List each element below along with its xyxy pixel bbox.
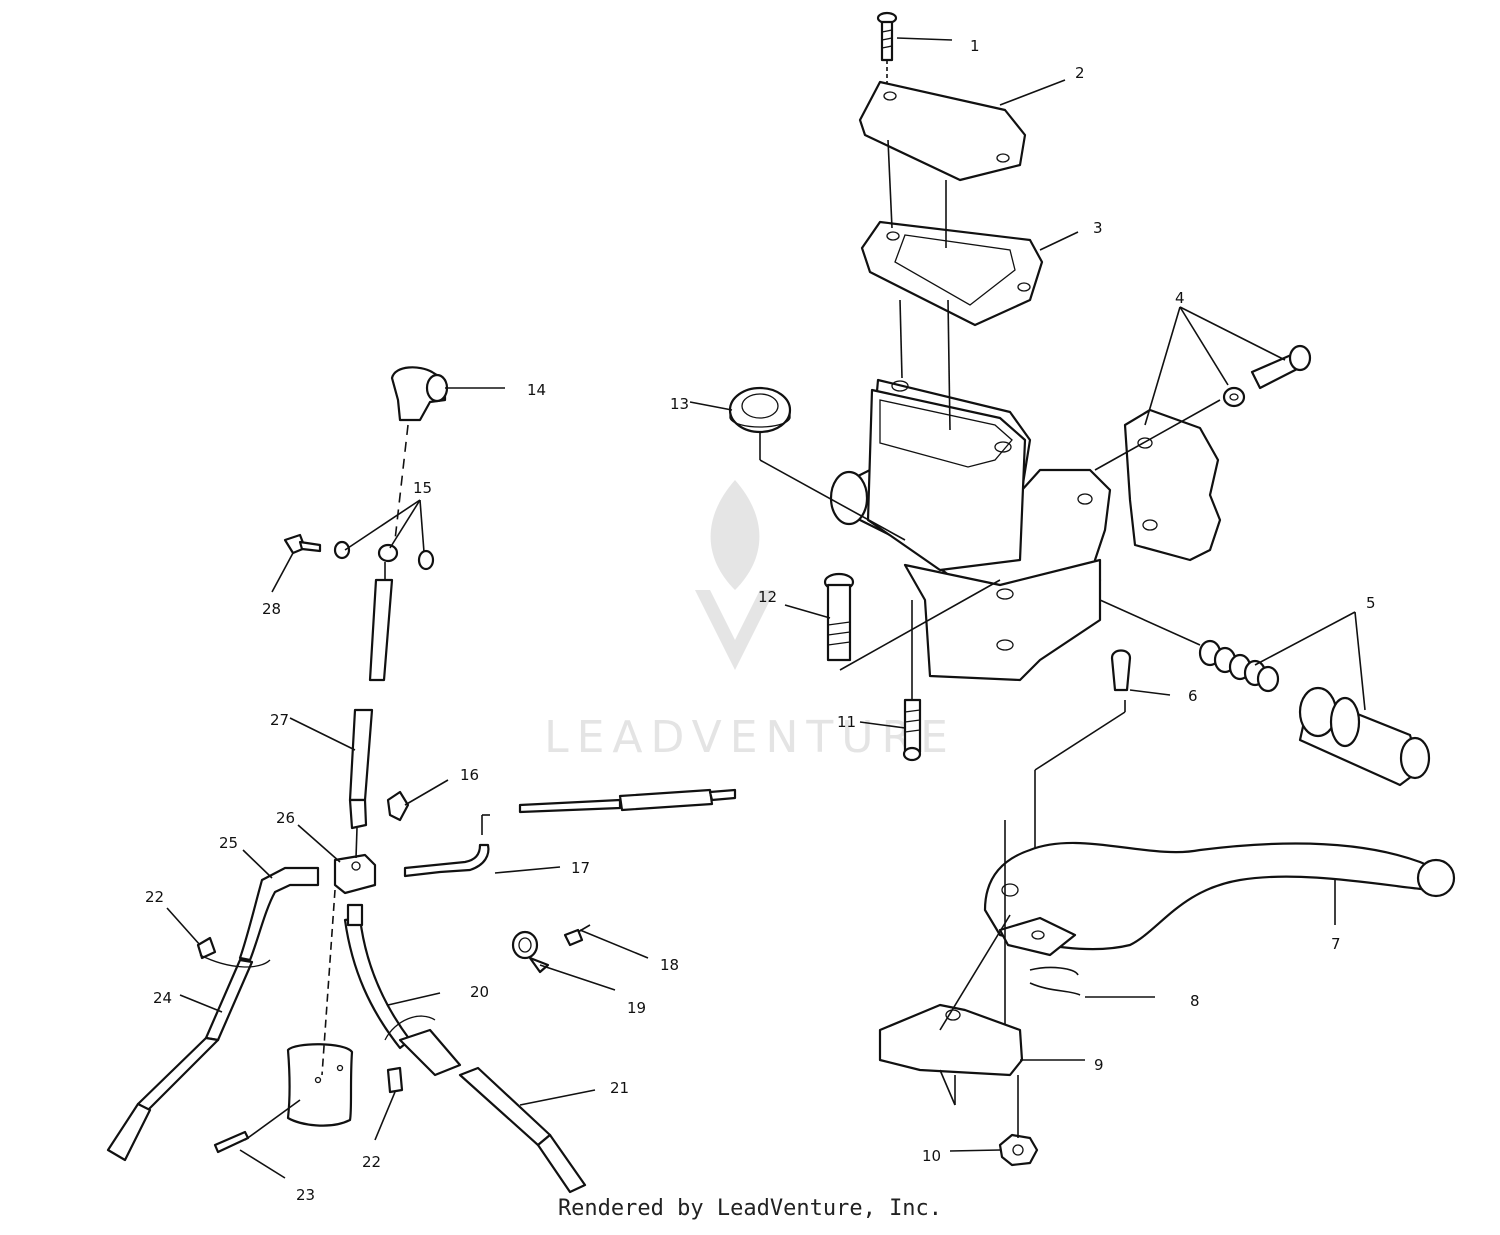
- junction-block-26: [333, 827, 377, 895]
- callout-12: 12: [758, 588, 777, 606]
- callout-26: 26: [276, 809, 295, 827]
- callout-5: 5: [1366, 594, 1376, 612]
- watermark-text: LEADVENTURE: [544, 712, 956, 763]
- callout-22-left: 22: [145, 888, 164, 906]
- clamp-4: [1094, 344, 1312, 562]
- callout-22-bottom: 22: [362, 1153, 381, 1171]
- callout-21: 21: [610, 1079, 629, 1097]
- callout-4: 4: [1175, 289, 1185, 307]
- callout-6: 6: [1188, 687, 1198, 705]
- pin-6: [1034, 649, 1132, 905]
- boot-13: [728, 386, 792, 434]
- callout-19: 19: [627, 999, 646, 1017]
- callout-28: 28: [262, 600, 281, 618]
- footer-credit: Rendered by LeadVenture, Inc.: [557, 1196, 943, 1221]
- leader-lines: [166, 37, 1366, 1179]
- hose-21-22: [343, 903, 587, 1194]
- master-cylinder-body: [759, 299, 1112, 682]
- callout-18: 18: [660, 956, 679, 974]
- callout-10: 10: [922, 1147, 941, 1165]
- callout-15: 15: [413, 479, 432, 497]
- callout-8: 8: [1190, 992, 1200, 1010]
- leadventure-watermark: LEADVENTURE: [544, 480, 956, 763]
- reservoir-cover-2: [858, 80, 1027, 182]
- spring-8: [1029, 966, 1081, 996]
- bracket-23: [213, 889, 354, 1154]
- callout-7: 7: [1331, 935, 1341, 953]
- callout-25: 25: [219, 834, 238, 852]
- callout-2: 2: [1075, 64, 1085, 82]
- callout-23: 23: [296, 1186, 315, 1204]
- callout-11: 11: [837, 713, 856, 731]
- callout-9: 9: [1094, 1056, 1104, 1074]
- bolt-11: [902, 600, 922, 762]
- nut-10: [939, 914, 1039, 1167]
- callout-24: 24: [153, 989, 172, 1007]
- banjo-bolt-28: [283, 533, 322, 555]
- callout-16: 16: [460, 766, 479, 784]
- screw-18: [563, 924, 591, 947]
- callout-13: 13: [670, 395, 689, 413]
- callout-3: 3: [1093, 219, 1103, 237]
- adjuster-9: [878, 1003, 1024, 1106]
- callout-17: 17: [571, 859, 590, 877]
- callout-14: 14: [527, 381, 546, 399]
- switch-16: [386, 790, 410, 822]
- hose-27: [348, 562, 394, 830]
- tee-fitting-14: [390, 366, 449, 541]
- clip-20: [511, 930, 550, 974]
- diaphragm-3: [860, 139, 1044, 327]
- callout-27: 27: [270, 711, 289, 729]
- banjo-15: [333, 540, 435, 571]
- callout-1: 1: [970, 37, 980, 55]
- lever-7: [983, 820, 1456, 1060]
- line-17: [403, 788, 737, 878]
- bolt-12: [823, 572, 1001, 671]
- screw-1: [876, 11, 898, 95]
- callout-20: 20: [470, 983, 489, 1001]
- piston-kit-5: [1099, 599, 1431, 787]
- hose-24-25: [106, 866, 320, 1162]
- callout-numbers: 1 2 3 4 5 6 7 8 9 10 11 12 13 14 15 16 1…: [145, 37, 1376, 1204]
